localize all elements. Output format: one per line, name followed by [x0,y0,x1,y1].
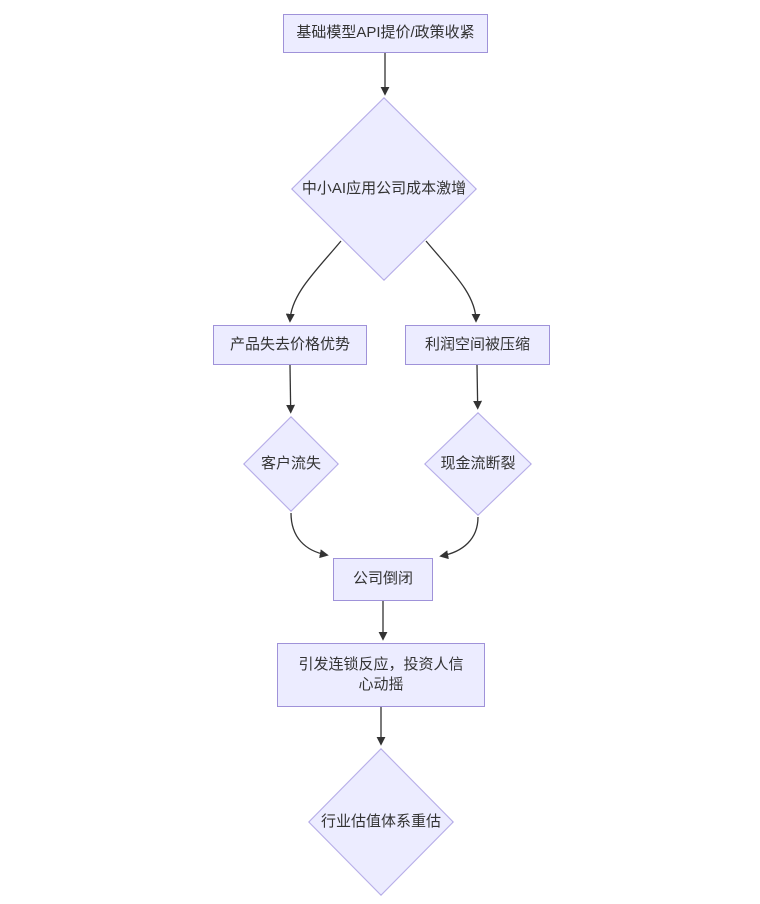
edge-priceadvantage-to-churn [286,364,296,414]
node-cost-surge: 中小AI应用公司成本激增 [291,97,477,281]
node-chain-reaction-label: 引发连锁反应，投资人信心动摇 [298,655,464,693]
node-company-collapse: 公司倒闭 [333,558,433,601]
node-root-cause-label: 基础模型API提价/政策收紧 [296,24,475,42]
node-revaluation-label: 行业估值体系重估 [320,812,441,830]
node-profit-squeeze: 利润空间被压缩 [405,325,550,365]
node-price-advantage-label: 产品失去价格优势 [229,335,350,353]
node-company-collapse-label: 公司倒闭 [352,570,413,588]
node-cost-surge-label: 中小AI应用公司成本激增 [301,179,467,197]
node-customer-churn: 客户流失 [243,416,339,512]
node-root-cause: 基础模型API提价/政策收紧 [283,14,488,53]
node-chain-reaction: 引发连锁反应，投资人信心动摇 [277,643,485,707]
node-cashflow-break-label: 现金流断裂 [440,454,516,472]
edge-churn-to-collapse [290,512,329,559]
node-price-advantage: 产品失去价格优势 [213,325,367,365]
edge-profitsqueeze-to-cashflow [473,364,483,410]
node-customer-churn-label: 客户流失 [260,454,321,472]
node-cashflow-break: 现金流断裂 [424,412,532,516]
node-profit-squeeze-label: 利润空间被压缩 [424,335,530,353]
edge-cashflow-to-collapse [439,516,479,560]
node-revaluation: 行业估值体系重估 [308,748,454,896]
